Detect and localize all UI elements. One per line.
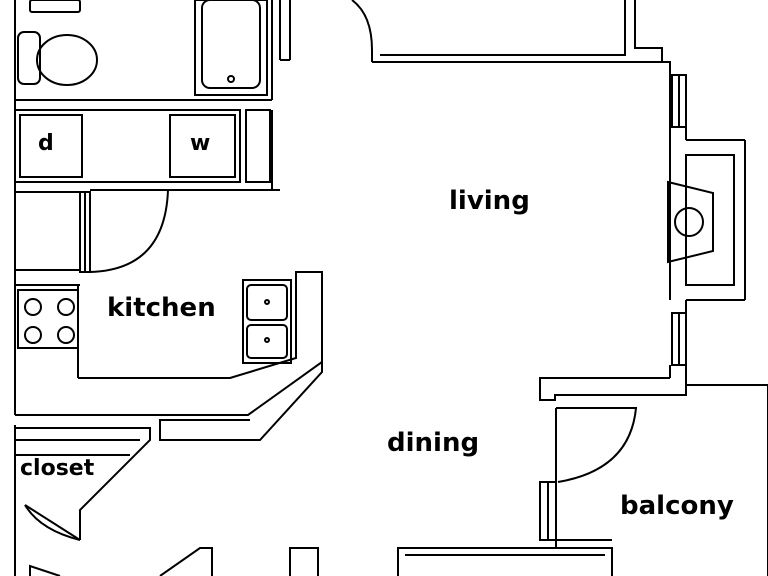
closet-area [15, 427, 151, 541]
room-label-balcony: balcony [620, 491, 734, 521]
room-label-closet: closet [20, 456, 95, 481]
sink-icon [242, 279, 292, 364]
room-label-dining: dining [387, 428, 480, 458]
stove-icon [24, 298, 75, 344]
bathroom [15, 0, 291, 101]
room-label-kitchen: kitchen [107, 293, 216, 323]
room-label-living: living [449, 186, 530, 216]
kitchen-area [14, 189, 323, 441]
balcony-area [539, 377, 768, 576]
living-top-wall [372, 0, 671, 75]
bathtub-icon [194, 0, 268, 96]
toilet-icon [17, 31, 98, 86]
washer-label: w [190, 131, 211, 156]
bottom-walls [29, 547, 613, 576]
fireplace-icon [667, 154, 735, 286]
laundry-area [14, 109, 280, 191]
right-exterior-wall [669, 74, 746, 385]
dryer-label: d [38, 131, 54, 156]
top-door [351, 0, 373, 62]
